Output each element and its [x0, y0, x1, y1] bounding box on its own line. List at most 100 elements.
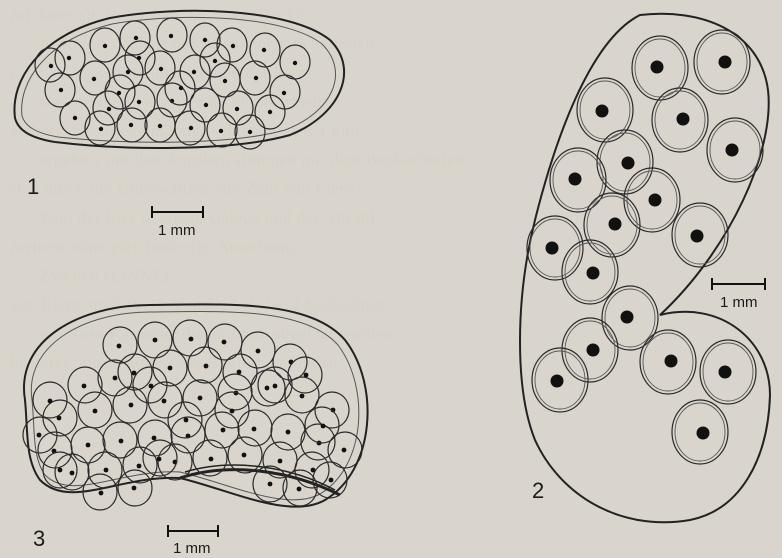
- egg-nucleus: [569, 173, 582, 186]
- figure-3-scale-bar: [168, 525, 218, 537]
- egg: [258, 367, 292, 403]
- egg: [68, 367, 102, 403]
- egg: [215, 392, 249, 428]
- egg-nucleus: [282, 91, 286, 95]
- egg-nucleus: [273, 384, 278, 389]
- egg-nucleus: [221, 428, 226, 433]
- egg-nucleus: [242, 453, 247, 458]
- egg: [280, 45, 310, 79]
- figure-1-inner-outline: [22, 17, 336, 142]
- egg-nucleus: [169, 34, 173, 38]
- egg: [584, 193, 640, 257]
- egg-nucleus: [268, 110, 272, 114]
- egg-nucleus: [551, 375, 564, 388]
- figure-2-outline: [520, 14, 770, 523]
- egg-nucleus: [152, 436, 157, 441]
- egg-nucleus: [286, 430, 291, 435]
- egg: [90, 28, 120, 62]
- egg: [125, 41, 155, 75]
- egg: [113, 387, 147, 423]
- egg-nucleus: [262, 48, 266, 52]
- egg: [98, 360, 132, 396]
- egg-nucleus: [149, 384, 154, 389]
- egg: [251, 370, 285, 406]
- egg: [55, 41, 85, 75]
- egg-nucleus: [235, 107, 239, 111]
- egg-nucleus: [622, 157, 635, 170]
- egg-nucleus: [48, 399, 53, 404]
- egg-nucleus: [278, 459, 283, 464]
- egg-nucleus: [677, 113, 690, 126]
- egg-nucleus: [649, 194, 662, 207]
- egg: [133, 367, 167, 403]
- egg-nucleus: [132, 486, 137, 491]
- egg-nucleus: [256, 349, 261, 354]
- egg-nucleus: [209, 457, 214, 462]
- egg: [175, 111, 205, 145]
- egg-nucleus: [719, 56, 732, 69]
- egg: [313, 462, 347, 498]
- egg-nucleus: [92, 77, 96, 81]
- egg-nucleus: [198, 396, 203, 401]
- egg: [700, 340, 756, 404]
- egg: [125, 85, 155, 119]
- egg-nucleus: [304, 373, 309, 378]
- egg-nucleus: [129, 403, 134, 408]
- egg: [190, 23, 220, 57]
- egg: [632, 36, 688, 100]
- egg-nucleus: [59, 88, 63, 92]
- egg-nucleus: [204, 364, 209, 369]
- egg: [145, 51, 175, 85]
- egg-nucleus: [184, 418, 189, 423]
- egg-nucleus: [129, 123, 133, 127]
- egg: [173, 320, 207, 356]
- egg-nucleus: [82, 384, 87, 389]
- egg: [118, 354, 152, 390]
- egg: [157, 18, 187, 52]
- figure-3-number: 3: [33, 526, 45, 552]
- egg-nucleus: [137, 100, 141, 104]
- egg: [138, 322, 172, 358]
- egg: [88, 452, 122, 488]
- egg: [223, 91, 253, 125]
- egg-nucleus: [237, 370, 242, 375]
- egg-nucleus: [99, 491, 104, 496]
- egg-nucleus: [546, 242, 559, 255]
- egg-nucleus: [265, 386, 270, 391]
- egg: [148, 382, 182, 418]
- egg-nucleus: [153, 338, 158, 343]
- egg: [78, 392, 112, 428]
- egg-nucleus: [697, 427, 710, 440]
- egg-nucleus: [113, 376, 118, 381]
- egg-nucleus: [73, 116, 77, 120]
- egg-nucleus: [117, 91, 121, 95]
- egg-nucleus: [342, 448, 347, 453]
- egg-nucleus: [99, 127, 103, 131]
- egg: [527, 216, 583, 280]
- egg-nucleus: [189, 337, 194, 342]
- egg-nucleus: [252, 427, 257, 432]
- egg-nucleus: [651, 61, 664, 74]
- egg: [270, 75, 300, 109]
- egg-nucleus: [587, 344, 600, 357]
- egg: [207, 113, 237, 147]
- egg-nucleus: [103, 44, 107, 48]
- egg-nucleus: [86, 443, 91, 448]
- egg: [103, 327, 137, 363]
- egg-nucleus: [137, 56, 141, 60]
- egg-nucleus: [159, 67, 163, 71]
- egg: [288, 357, 322, 393]
- egg-nucleus: [168, 366, 173, 371]
- figure-2-egg-clutch: [520, 14, 770, 523]
- egg: [672, 203, 728, 267]
- egg-nucleus: [137, 464, 142, 469]
- egg-nucleus: [134, 36, 138, 40]
- egg-nucleus: [223, 79, 227, 83]
- egg: [105, 75, 135, 109]
- egg-nucleus: [104, 468, 109, 473]
- figure-3-scale-label: 1 mm: [173, 540, 211, 557]
- egg: [707, 118, 763, 182]
- egg-nucleus: [222, 340, 227, 345]
- egg: [188, 347, 222, 383]
